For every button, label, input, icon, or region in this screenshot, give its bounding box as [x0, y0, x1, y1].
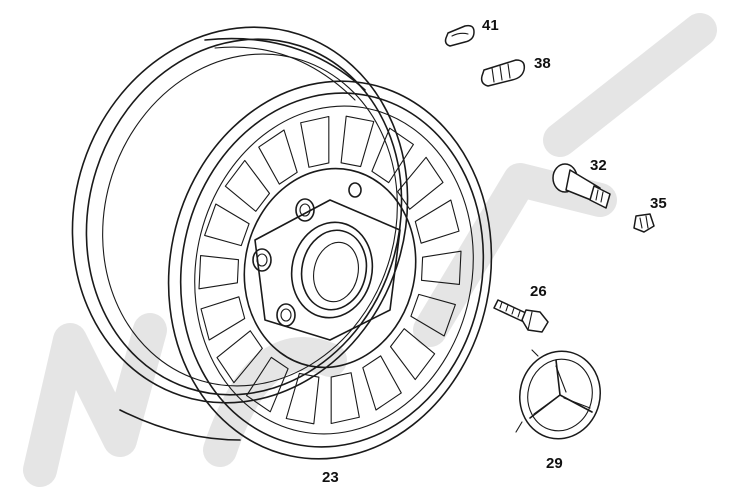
wheel-slot — [420, 250, 462, 285]
wheel-slots — [198, 115, 462, 425]
wheel-hub — [243, 167, 417, 369]
wheel-slot — [216, 330, 263, 384]
wheel-slot — [330, 372, 360, 425]
wheel-slot — [371, 127, 414, 184]
wheel-slot — [414, 199, 460, 244]
wheel-slot — [397, 156, 444, 210]
part-35-cap — [633, 213, 655, 233]
wheel-slot — [300, 115, 330, 168]
callouts: 41 38 32 35 26 23 29 — [322, 17, 667, 486]
wheel-slot — [340, 115, 375, 168]
part-29-center-cap — [515, 349, 601, 440]
wheel-slot — [204, 203, 250, 247]
wheel-rim — [71, 26, 493, 460]
part-38-sleeve — [480, 59, 526, 87]
callout-26: 26 — [530, 283, 547, 300]
callout-38: 38 — [534, 55, 551, 72]
callout-41: 41 — [482, 17, 499, 34]
wheel-slot — [362, 355, 402, 411]
callout-23: 23 — [322, 469, 339, 486]
wheel-slot — [410, 293, 456, 337]
wheel-slot — [285, 372, 320, 425]
part-32-valve — [552, 163, 611, 209]
wheel-slot — [198, 255, 240, 290]
part-41-clip — [444, 24, 475, 47]
wheel-slot — [389, 328, 436, 381]
callout-32: 32 — [590, 157, 607, 174]
callout-35: 35 — [650, 195, 667, 212]
wheel-slot — [246, 356, 289, 413]
part-26-bolt — [493, 299, 549, 333]
callout-29: 29 — [546, 455, 563, 472]
wheel-slot — [224, 159, 271, 212]
wheel-slot — [258, 129, 298, 185]
wheel-slot — [200, 296, 246, 341]
